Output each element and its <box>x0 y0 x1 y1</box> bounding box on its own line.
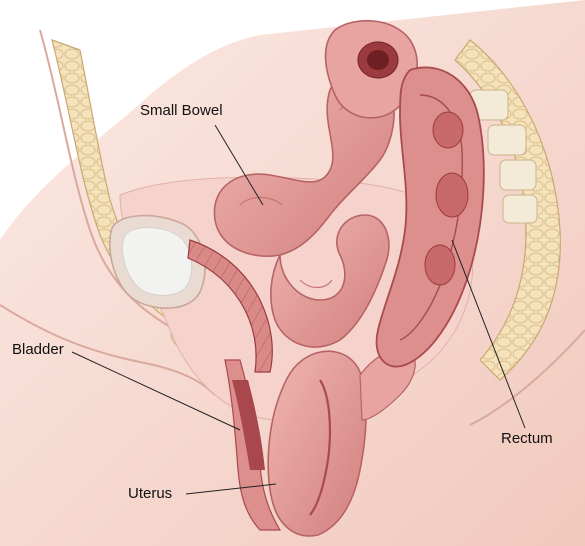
small-bowel-label: Small Bowel <box>140 102 223 119</box>
rectum-label: Rectum <box>501 430 553 447</box>
uterus-label: Uterus <box>128 485 172 502</box>
bladder-label: Bladder <box>12 341 64 358</box>
